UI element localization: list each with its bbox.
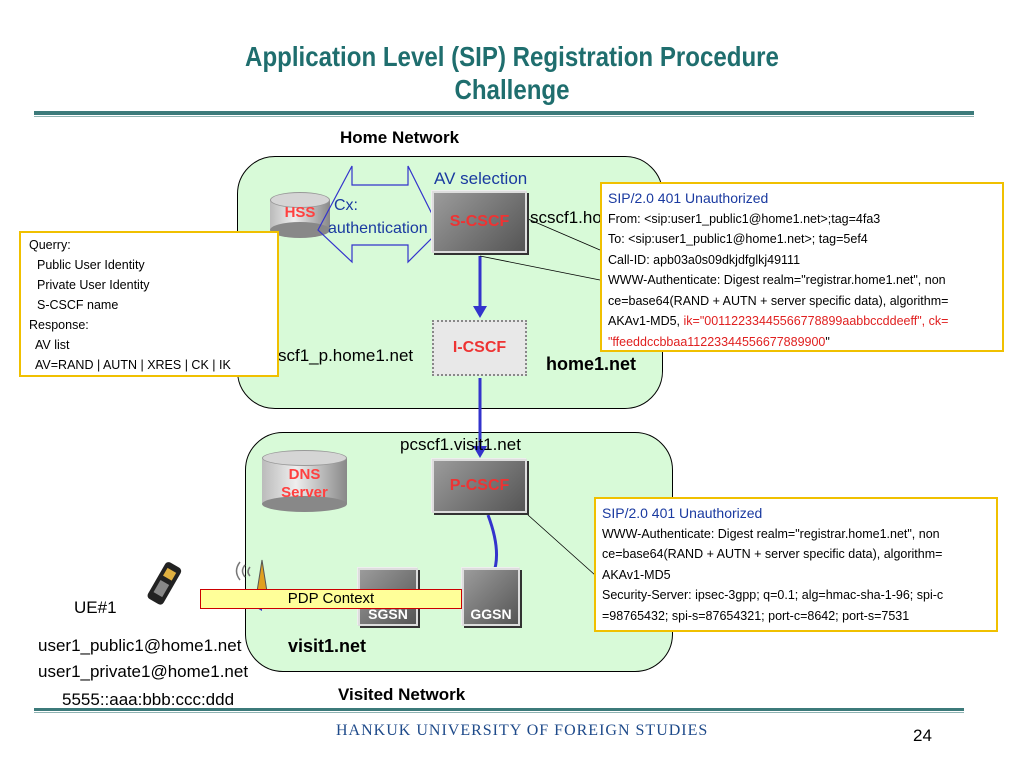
query-line: Querry:	[29, 238, 71, 252]
sgsn-label: SGSN	[368, 606, 408, 622]
ue-phone-icon	[147, 562, 182, 605]
icscf-node: I-CSCF	[432, 320, 527, 376]
note-heading: SIP/2.0 401 Unauthorized	[602, 505, 763, 521]
title-divider	[34, 111, 974, 115]
query-line: AV list	[35, 338, 70, 352]
query-line: Private User Identity	[37, 278, 150, 292]
note-www-line: WWW-Authenticate: Digest realm="registra…	[608, 273, 946, 287]
ue-public-identity: user1_public1@home1.net	[38, 636, 242, 655]
ggsn-node: GGSN	[462, 568, 520, 626]
icscf-hostname: scf1_p.home1.net	[278, 346, 414, 365]
note-www-line: "ffeeddccbbaa11223344556677889900"	[608, 332, 996, 353]
note-security-line: =98765432; spi-s=87654321; port-c=8642; …	[602, 608, 910, 623]
note-www-line: WWW-Authenticate: Digest realm="registra…	[602, 526, 940, 541]
note-from: From: <sip:user1_public1@home1.net>;tag=…	[608, 211, 881, 226]
note-www-line: AKAv1-MD5, ik="00112233445566778899aabbc…	[608, 311, 996, 332]
slide-title-line1: Application Level (SIP) Registration Pro…	[245, 41, 779, 72]
footer-divider-thin	[34, 712, 964, 713]
pcscf-node: P-CSCF	[432, 459, 527, 513]
dns-server-label: Server	[281, 484, 328, 501]
query-line: AV=RAND | AUTN | XRES | CK | IK	[35, 358, 231, 372]
note-ck-value: "ffeeddccbbaa11223344556677889900	[608, 334, 826, 349]
footer-divider	[34, 708, 964, 711]
scscf-to-icscf-arrowhead	[473, 306, 487, 318]
home-network-domain: home1.net	[546, 354, 637, 374]
sip-401-note-visited: SIP/2.0 401 Unauthorized WWW-Authenticat…	[594, 497, 998, 632]
pcscf-hostname: pcscf1.visit1.net	[400, 435, 521, 454]
query-line: S-CSCF name	[37, 298, 119, 312]
note-www-line: ce=base64(RAND + AUTN + server specific …	[602, 547, 943, 561]
note-quote: "	[825, 334, 830, 349]
note-www-text: AKAv1-MD5,	[608, 314, 684, 328]
pdp-context-bar: PDP Context	[200, 589, 462, 609]
cx-label: Cx:	[334, 197, 358, 214]
slide-title-line2: Challenge	[454, 74, 570, 105]
slide-title: Application Level (SIP) Registration Pro…	[72, 40, 953, 106]
visited-network-domain: visit1.net	[288, 636, 367, 656]
pcscf-note-connector	[527, 514, 596, 576]
query-line: Response:	[29, 318, 89, 332]
visited-network-label: Visited Network	[338, 685, 466, 704]
icscf-to-pcscf-arrowhead	[473, 446, 487, 458]
note-security-line: Security-Server: ipsec-3gpp; q=0.1; alg=…	[602, 588, 944, 602]
dns-label: DNS	[288, 466, 321, 483]
note-callid: Call-ID: apb03a0s09dkjdfglkj49111	[608, 252, 801, 267]
dns-server-database: DNS Server	[262, 450, 347, 512]
scscf-node: S-CSCF	[432, 191, 527, 253]
scscf-note-connector-2	[479, 255, 601, 281]
cx-authentication-label: authentication	[328, 220, 428, 237]
title-divider-thin	[34, 116, 974, 117]
university-logo: HANKUK UNIVERSITY OF FOREIGN STUDIES	[336, 722, 709, 739]
av-selection-label: AV selection	[434, 169, 528, 188]
sip-401-note-home: SIP/2.0 401 Unauthorized From: <sip:user…	[600, 182, 1004, 352]
home-network-label: Home Network	[340, 128, 460, 147]
ue-label: UE#1	[74, 598, 117, 617]
query-line: Public User Identity	[37, 258, 145, 272]
hss-label: HSS	[284, 204, 316, 221]
note-ik-ck-text: ik="00112233445566778899aabbccddeeff", c…	[683, 314, 949, 328]
hss-query-note: Querry: Public User Identity Private Use…	[19, 231, 279, 377]
scscf-hostname: scscf1.ho	[530, 208, 602, 227]
ggsn-label: GGSN	[470, 606, 512, 622]
ue-private-identity: user1_private1@home1.net	[38, 662, 249, 681]
ue-ip-address: 5555::aaa:bbb:ccc:ddd	[62, 690, 235, 709]
scscf-note-connector	[527, 218, 601, 251]
note-www-line: ce=base64(RAND + AUTN + server specific …	[608, 293, 949, 308]
page-number: 24	[913, 726, 932, 745]
note-www-line: AKAv1-MD5	[602, 567, 671, 582]
note-to: To: <sip:user1_public1@home1.net>; tag=5…	[608, 232, 868, 246]
note-heading: SIP/2.0 401 Unauthorized	[608, 190, 769, 206]
